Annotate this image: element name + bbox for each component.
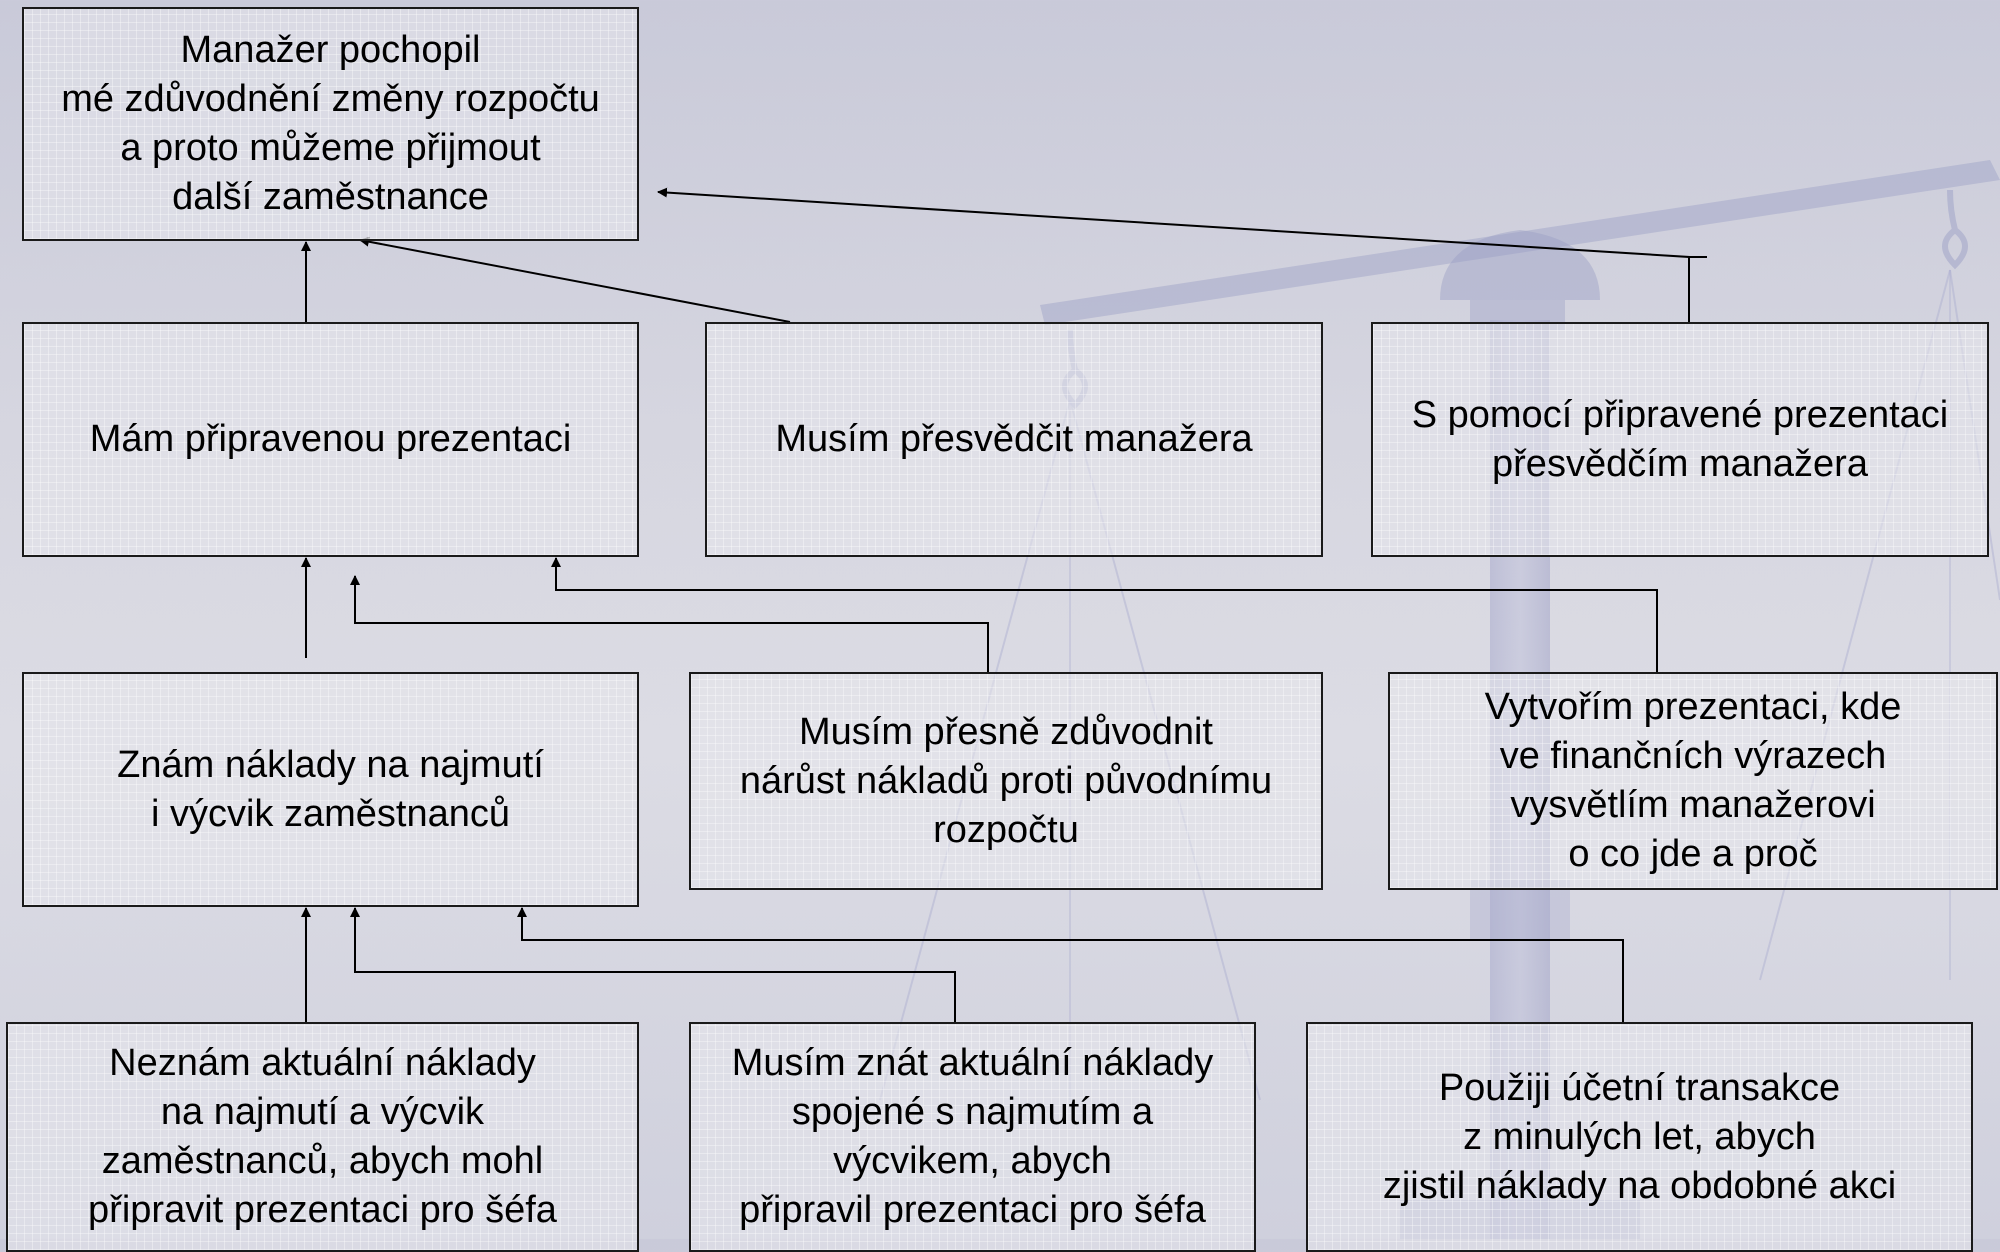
node-mid-center: Musím přesvědčit manažera [705, 322, 1323, 557]
node-mid-right: S pomocí připravené prezentaci přesvědčí… [1371, 322, 1989, 557]
arrow-midright-to-goal [657, 187, 1690, 322]
node-goal: Manažer pochopil mé zdůvodnění změny roz… [22, 7, 639, 241]
arrow-bottomcenter-to-row3left [350, 907, 956, 1022]
arrow-row3right-to-midleft [551, 557, 1658, 672]
node-row3-right: Vytvořím prezentaci, kde ve finančních v… [1388, 672, 1998, 890]
arrow-midcenter-to-goal [359, 236, 791, 323]
node-bottom-left: Neznám aktuální náklady na najmutí a výc… [6, 1022, 639, 1252]
node-row3-center: Musím přesně zdůvodnit nárůst nákladů pr… [689, 672, 1323, 890]
arrow-row3center-to-midleft [350, 575, 989, 672]
node-bottom-center: Musím znát aktuální náklady spojené s na… [689, 1022, 1256, 1252]
node-bottom-right: Použiji účetní transakce z minulých let,… [1306, 1022, 1973, 1252]
node-mid-left: Mám připravenou prezentaci [22, 322, 639, 557]
node-row3-left: Znám náklady na najmutí i výcvik zaměstn… [22, 672, 639, 907]
arrow-bottomright-to-row3left [517, 907, 1624, 1022]
